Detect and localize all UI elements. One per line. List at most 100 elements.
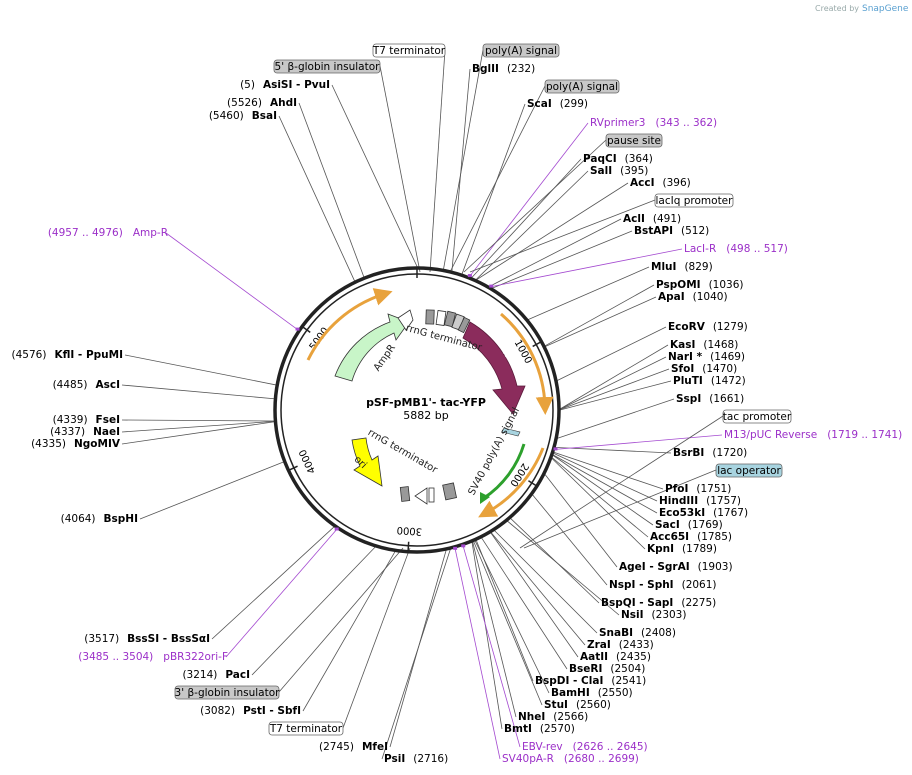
restriction-site-label: PfoI(1751) (665, 483, 731, 495)
restriction-site-label: SalI(395) (590, 165, 648, 177)
ampR-promoter-arrow (397, 309, 414, 331)
site-name: AgeI - SgrAI (619, 561, 690, 573)
restriction-site-label: BspQI - SapI(2275) (601, 597, 716, 609)
tick-mark (287, 465, 298, 472)
tick-label: 3000 (396, 524, 422, 537)
bottom-small-features (399, 482, 458, 505)
site-name: SacI (655, 519, 680, 531)
restriction-site-label: (4335)NgoMIV (31, 438, 121, 450)
site-position: (3517) (84, 633, 119, 645)
site-position: (1661) (709, 393, 744, 405)
site-position: (1767) (713, 507, 748, 519)
site-position: (512) (681, 225, 709, 237)
site-position: (5460) (209, 110, 244, 122)
restriction-site-label: ZraI(2433) (587, 639, 654, 651)
orf-arc-lacI (500, 312, 554, 415)
primer-mark (489, 284, 494, 288)
site-name: BmtI (504, 723, 532, 735)
site-position: (1036) (709, 279, 744, 291)
site-position: (396) (662, 177, 690, 189)
site-name: AhdI (270, 97, 297, 109)
primer-mark (467, 274, 472, 278)
site-position: (1720) (712, 447, 747, 459)
feature-box-label: tac promoter (723, 411, 792, 423)
restriction-site-label: BseRI (2504) (569, 663, 645, 675)
restriction-site-label: AclI(491) (623, 213, 681, 225)
primer-name: EBV-rev (522, 741, 563, 753)
site-position: (395) (620, 165, 648, 177)
feature-leader (429, 49, 446, 273)
site-name: BsaI (252, 110, 277, 122)
feature-leader (523, 469, 717, 549)
site-name: NspI - SphI (609, 579, 674, 591)
site-name: PacI (225, 669, 250, 681)
site-leader (331, 84, 419, 269)
site-position: (2560) (576, 699, 611, 711)
restriction-site-label: Acc65I(1785) (650, 531, 732, 543)
site-name: SfoI (671, 363, 694, 375)
primer-range: (1719 .. 1741) (827, 429, 902, 441)
site-leader (555, 398, 675, 440)
restriction-site-label: BamHI(2550) (551, 687, 633, 699)
site-position: (2745) (319, 741, 354, 753)
site-leader (298, 102, 365, 279)
feature-leader (449, 85, 546, 273)
site-position: (1469) (710, 351, 745, 363)
site-leader (124, 354, 278, 386)
restriction-site-label: NspI - SphI(2061) (609, 579, 717, 591)
site-name: MluI (651, 261, 676, 273)
primer-labels: RVprimer3(343 .. 362)LacI-R(498 .. 517)M… (48, 117, 902, 765)
site-leader (551, 454, 654, 526)
tick-label: 2000 (507, 461, 530, 488)
site-name: Acc65I (650, 531, 689, 543)
site-position: (299) (560, 98, 588, 110)
primer-name: M13/pUC Reverse (724, 429, 817, 441)
restriction-site-label: (4485)AscI (53, 379, 120, 391)
site-leader (278, 115, 356, 283)
site-leader (552, 451, 664, 490)
primer-leader (225, 529, 337, 658)
feature-box-label: poly(A) signal (485, 45, 557, 57)
restriction-site-label: AccI(396) (630, 177, 691, 189)
primer-name: RVprimer3 (590, 117, 646, 129)
site-name: AclI (623, 213, 645, 225)
site-position: (2504) (610, 663, 645, 675)
site-position: (232) (507, 63, 535, 75)
leader-lines (121, 49, 724, 760)
site-leader (480, 536, 568, 670)
snapgene-logo: SnapGene (862, 4, 909, 14)
feature-box-label: pause site (607, 135, 661, 147)
site-leader (471, 540, 517, 718)
site-leader (474, 170, 589, 281)
site-name: NgoMIV (74, 438, 121, 450)
yfp-arc (483, 443, 526, 500)
site-name: NarI * (668, 351, 703, 363)
primer-leader (165, 232, 298, 330)
primer-label: SV40pA-R(2680 .. 2699) (502, 753, 639, 765)
restriction-site-label: SacI(1769) (655, 519, 723, 531)
site-position: (1470) (702, 363, 737, 375)
site-name: NaeI (93, 426, 120, 438)
restriction-site-label: PluTI(1472) (673, 375, 746, 387)
primer-label: (4957 .. 4976)Amp-R (48, 227, 168, 239)
primer-mark (553, 447, 558, 451)
lacI-feature (462, 321, 526, 415)
scale-ticks (287, 267, 543, 553)
site-position: (4576) (12, 349, 47, 361)
site-leader (558, 344, 669, 410)
site-name: Eco53kI (659, 507, 705, 519)
primer-mark (334, 527, 339, 531)
site-name: BseRI (569, 663, 602, 675)
primer-name: pBR322ori-F (163, 651, 228, 663)
restriction-site-label: KasI(1468) (670, 339, 738, 351)
restriction-site-label: (5526)AhdI (227, 97, 297, 109)
site-leader (493, 529, 598, 634)
feature-box (273, 59, 381, 74)
restriction-site-label: (4576)KflI - PpuMI (12, 349, 123, 361)
restriction-site-label: ApaI(1040) (658, 291, 728, 303)
site-name: AatII (580, 651, 608, 663)
feature-leader (463, 139, 607, 273)
site-leader (555, 326, 667, 382)
site-position: (4064) (61, 513, 96, 525)
